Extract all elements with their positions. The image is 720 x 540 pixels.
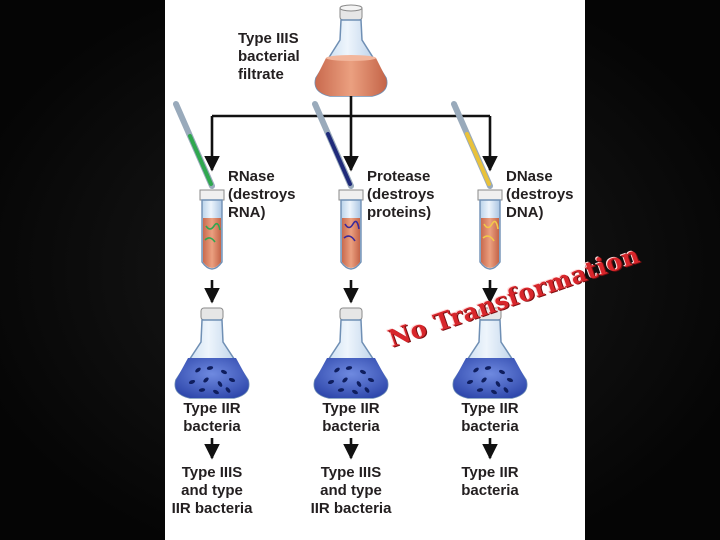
bacterium-cell [213,389,219,395]
bacterium-cell [495,381,501,387]
result-label-2: Type IIIS and type IIR bacteria [310,464,392,517]
bacterium-cell [203,377,209,383]
culture-flask-icon [174,307,250,399]
dnase-label: DNase (destroys DNA) [506,168,574,221]
bacterium-cell [481,377,487,383]
bacteria-label-3: Type IIR bacteria [461,400,519,435]
bacterium-cell [352,389,358,395]
test-tube-icon-rnase [199,189,225,270]
bacterium-cell [228,377,236,383]
bacterium-cell [345,366,353,370]
bacterium-cell [473,367,479,373]
bacterium-cell [217,381,223,387]
cork-stopper-icon [339,307,363,321]
protease-label: Protease (destroys proteins) [367,168,435,221]
bacterium-cell [498,369,506,375]
test-tube-icon-dnase [477,189,503,270]
bacterium-cell [195,367,201,373]
bacterium-cell [327,379,335,385]
bacteria-label-2: Type IIR bacteria [322,400,380,435]
pipette-icon-protease [312,101,354,189]
bacterium-cell [476,388,484,392]
filtrate-liquid [315,58,387,96]
bacterium-cell [491,389,497,395]
bacterium-cell [506,377,514,383]
bacterium-cell [484,366,492,370]
cork-stopper-icon [200,307,224,321]
result-label-3: Type IIR bacteria [461,464,519,499]
source-flask-label: Type IIIS bacterial filtrate [238,30,300,83]
bacterium-cell [367,377,375,383]
rnase-label: RNase (destroys RNA) [228,168,296,221]
test-tube-icon-protease [338,189,364,270]
bacterium-cell [466,379,474,385]
bacteria-label-1: Type IIR bacteria [183,400,241,435]
source-flask-icon [314,4,388,97]
distribution-arrows [204,96,498,172]
bacterium-cell [503,387,509,393]
bacterium-cell [337,388,345,392]
pipette-icon-rnase [173,101,215,189]
bacterium-cell [220,369,228,375]
culture-flasks [174,307,528,399]
culture-flask-icon [452,307,528,399]
result-label-1: Type IIIS and type IIR bacteria [171,464,253,517]
bacterium-cell [342,377,348,383]
bacterium-cell [334,367,340,373]
culture-flask-icon [313,307,389,399]
bacterium-cell [188,379,196,385]
bacterium-cell [364,387,370,393]
bacterium-cell [356,381,362,387]
bacterium-cell [198,388,206,392]
bacterium-cell [359,369,367,375]
bacterium-cell [206,366,214,370]
pipette-icon-dnase [451,101,493,189]
bacterium-cell [225,387,231,393]
